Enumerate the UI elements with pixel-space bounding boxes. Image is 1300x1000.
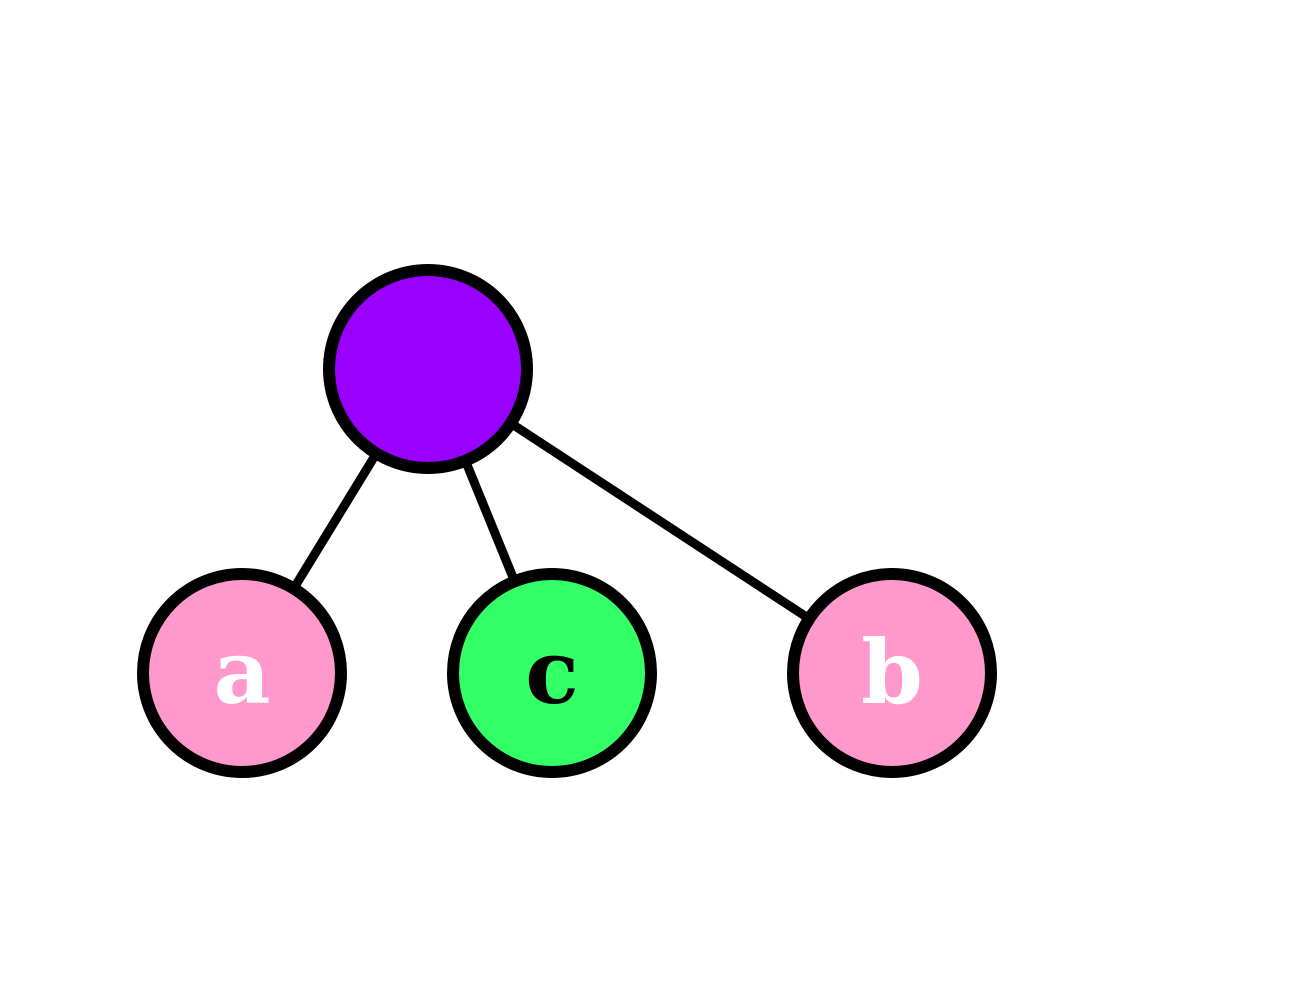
node-label: b	[861, 620, 923, 724]
edges	[289, 419, 812, 623]
node-label: a	[213, 620, 270, 724]
node-label: c	[525, 620, 579, 724]
edge-root-c	[461, 458, 519, 584]
node-circle	[787, 568, 997, 778]
edge-root-b	[508, 419, 812, 623]
node-circle	[323, 264, 533, 474]
node-root	[323, 264, 533, 474]
node-a: a	[137, 568, 347, 778]
node-b: b	[787, 568, 997, 778]
edge-root-a	[289, 451, 381, 591]
node-c: c	[447, 568, 657, 778]
node-circle	[137, 568, 347, 778]
node-circle	[447, 568, 657, 778]
